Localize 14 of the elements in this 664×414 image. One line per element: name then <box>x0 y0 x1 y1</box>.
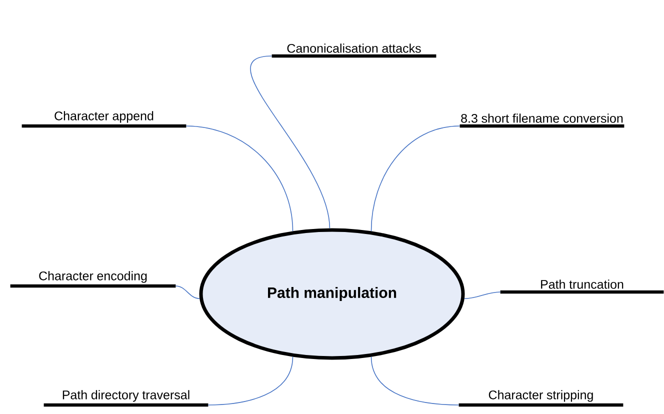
topic-label: Path directory traversal <box>44 390 208 407</box>
connector-curve <box>175 286 200 300</box>
connector-curve <box>464 292 501 300</box>
connector-curve <box>370 126 460 232</box>
connector-curve <box>208 356 294 406</box>
connector-curve <box>370 356 460 406</box>
topic-label: Character encoding <box>10 271 176 288</box>
topic-label: 8.3 short filename conversion <box>460 114 624 128</box>
topic-label: Character stripping <box>458 390 624 407</box>
connector-curve <box>250 56 330 229</box>
connector-curve <box>186 126 294 232</box>
topic-label: Canonicalisation attacks <box>272 44 436 58</box>
topic-label: Path truncation <box>500 280 664 294</box>
topic-label: Character append <box>22 111 186 128</box>
